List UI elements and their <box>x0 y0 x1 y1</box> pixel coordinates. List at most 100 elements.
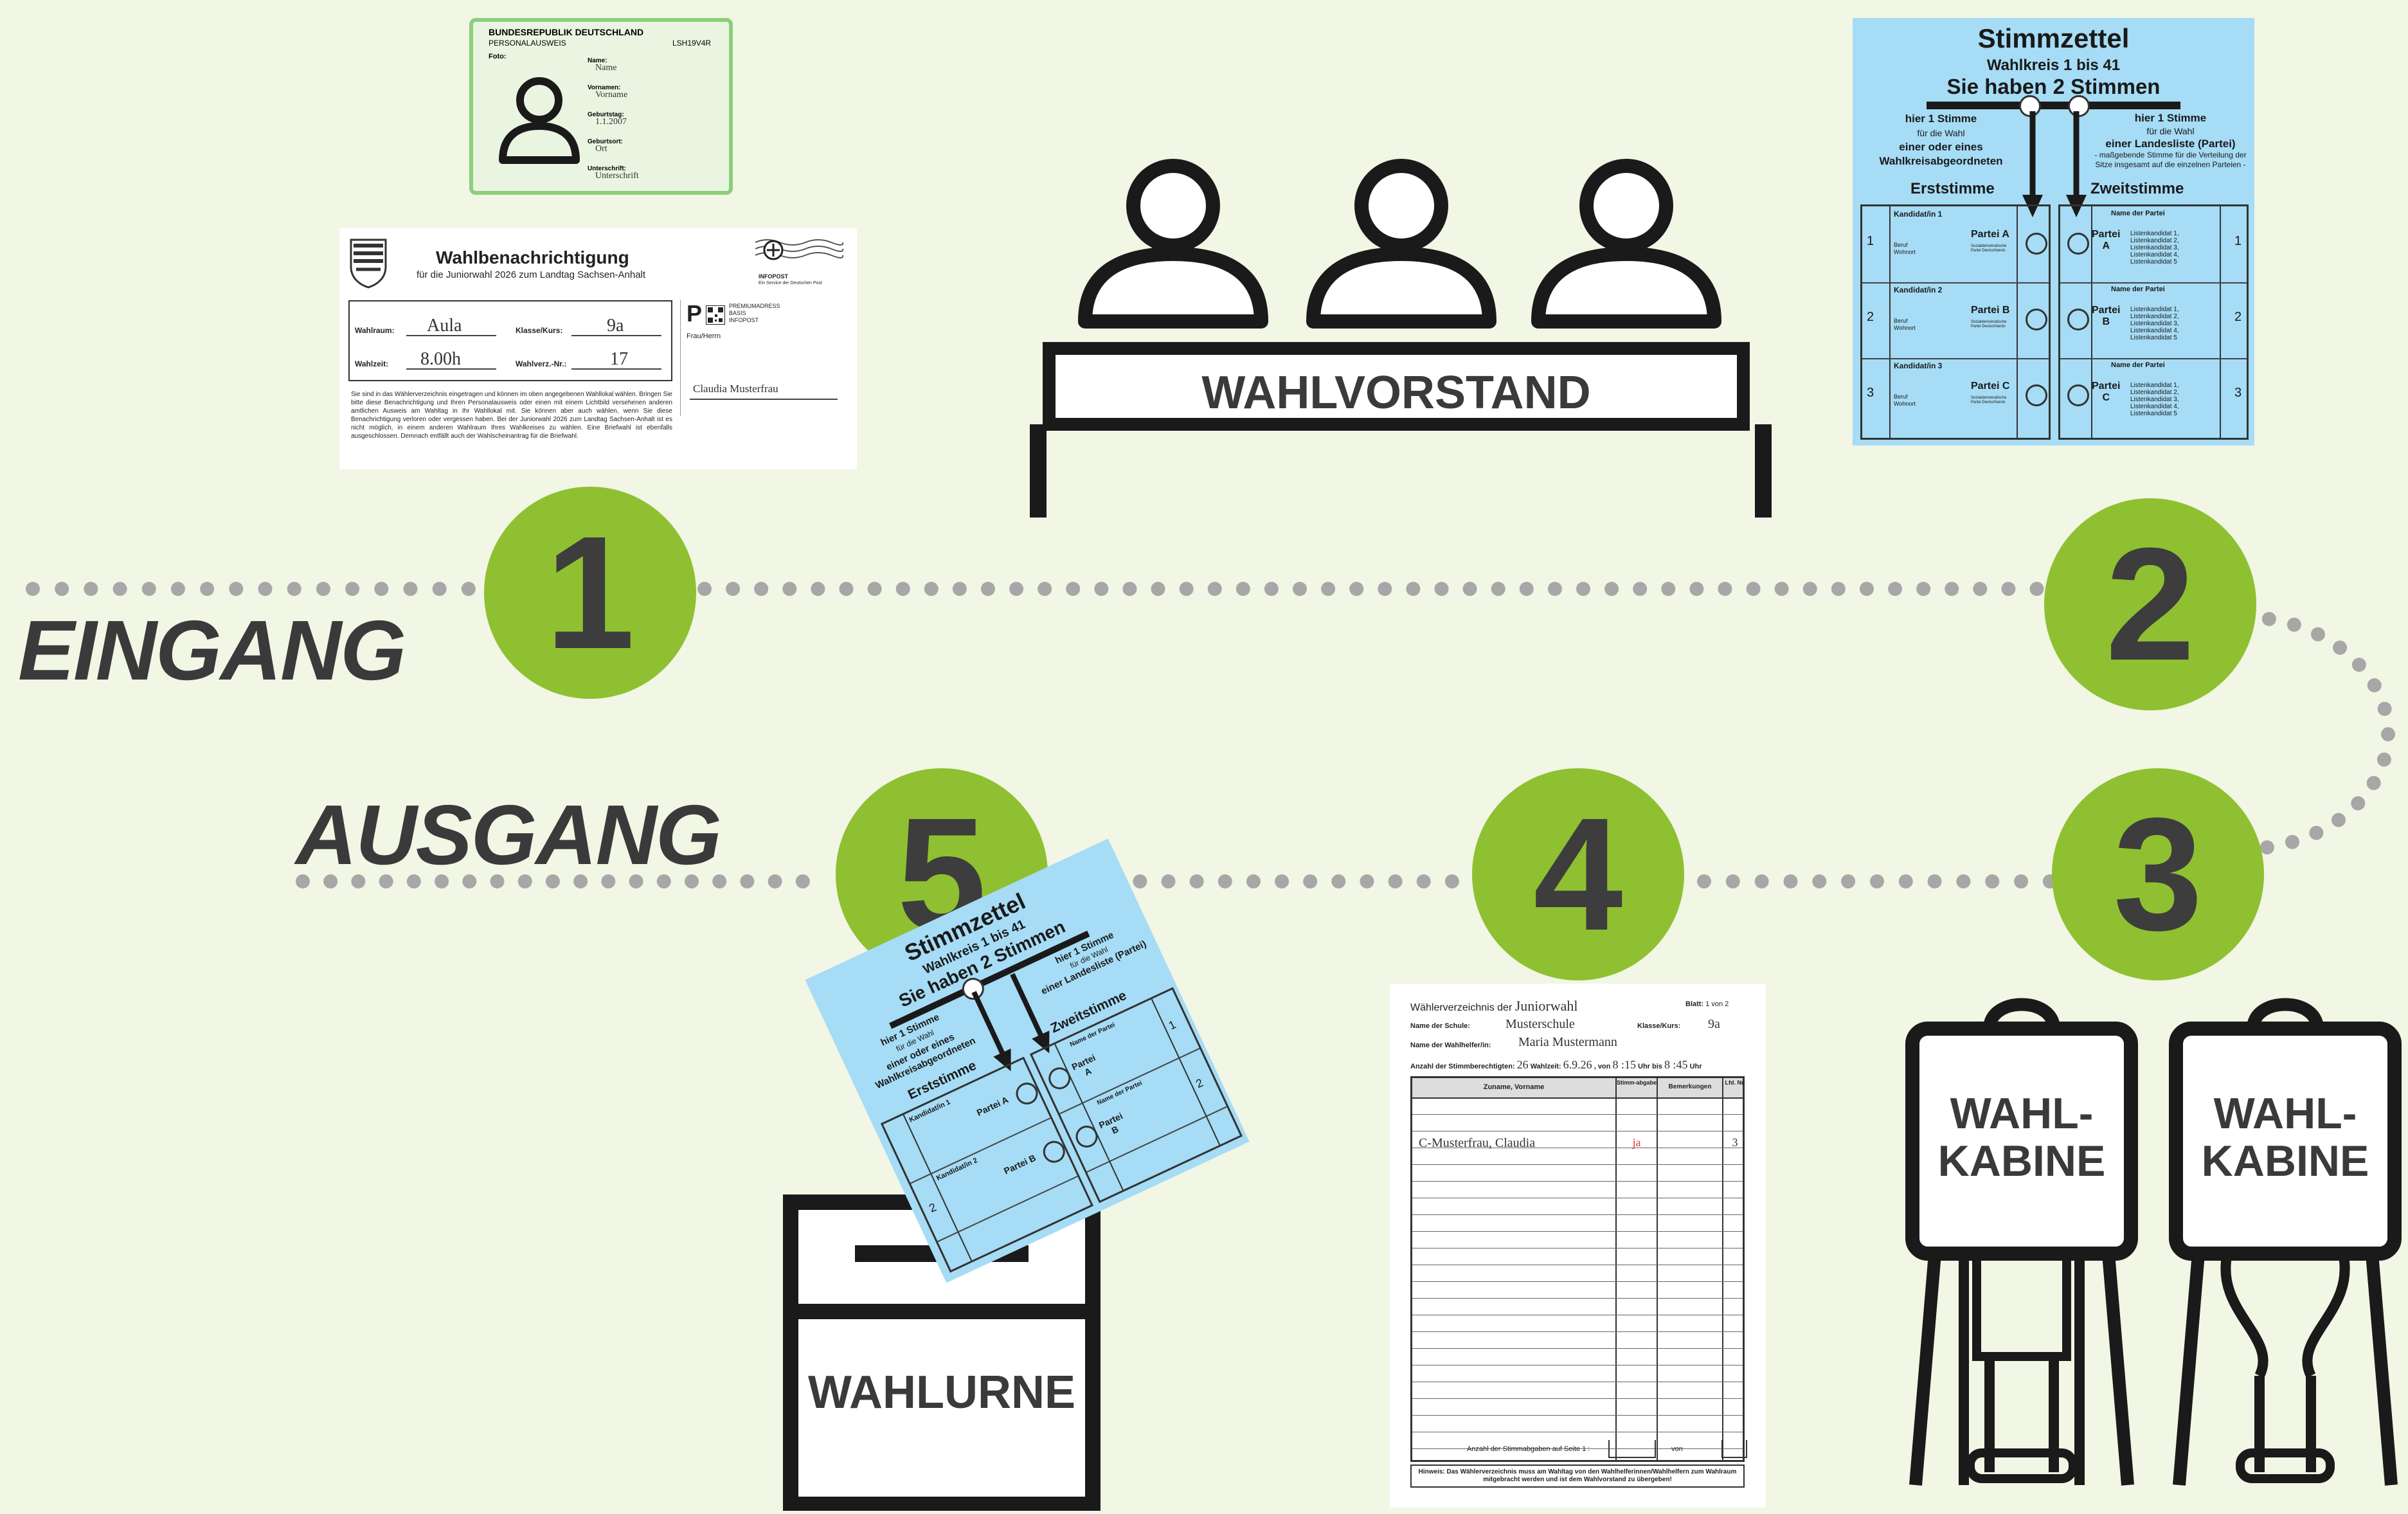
register-row-line <box>1412 1448 1743 1449</box>
path-bottom-left <box>296 874 810 888</box>
path-curve <box>2237 610 2396 856</box>
register-row-line <box>1412 1415 1743 1416</box>
vote-circle <box>2067 233 2089 255</box>
table-divider <box>2220 206 2221 438</box>
notice-subtitle: für die Juniorwahl 2026 zum Landtag Sach… <box>417 269 646 280</box>
table-row-line <box>2060 282 2247 284</box>
id-doc-type: PERSONALAUSWEIS <box>489 39 566 48</box>
second-vote-heading: Zweitstimme <box>2090 180 2184 197</box>
list-candidates: Listenkandidat 1,Listenkandidat 2,Listen… <box>2130 306 2179 341</box>
hint-line: einer Landesliste (Partei) <box>2105 138 2236 150</box>
row-number: 3 <box>2234 386 2242 400</box>
register-row-line <box>1412 1164 1743 1165</box>
table-divider <box>2017 206 2018 438</box>
qr-code-icon <box>706 305 725 325</box>
reg-label: Wahlverz.-Nr.: <box>516 359 567 368</box>
person-icon <box>499 77 580 164</box>
table-row-line <box>2060 358 2247 359</box>
addressee-label: Frau/Herrn <box>687 332 721 340</box>
room-value: Aula <box>427 316 462 336</box>
id-field: Unterschrift:Unterschrift <box>588 165 639 181</box>
id-field: Vornamen:Vorname <box>588 84 628 100</box>
party-full: Sozialdemokratische Partei Deutschlands <box>1971 320 2007 329</box>
post-lines: PREMIUMADRESS BASIS INFOPOST <box>729 303 780 324</box>
infopost-label: INFOPOST <box>759 273 789 280</box>
row-number: 1 <box>1867 234 1874 248</box>
id-field: Geburtstag:1.1.2007 <box>588 111 627 127</box>
path-top-left <box>26 582 476 596</box>
id-photo-label: Foto: <box>489 53 507 60</box>
col-divider <box>1722 1078 1723 1460</box>
exit-label: AUSGANG <box>296 788 722 882</box>
post-line: INFOPOST <box>729 317 759 323</box>
vote-circle <box>2026 309 2047 330</box>
step-3-number: 3 <box>2113 784 2203 964</box>
row-number: 1 <box>2234 234 2242 248</box>
list-candidates: Listenkandidat 1,Listenkandidat 2,Listen… <box>2130 382 2179 417</box>
id-number: LSH19V4R <box>672 39 712 48</box>
class-label: Klasse/Kurs: <box>516 326 563 335</box>
table-divider <box>2091 206 2092 438</box>
candidate-name: Kandidat/in 2 <box>1894 285 1943 294</box>
underline <box>571 335 661 336</box>
post-mark: P <box>687 300 703 327</box>
ballot-paper-cast: Stimmzettel Wahlkreis 1 bis 41 Sie haben… <box>805 838 1250 1283</box>
candidate-name: Kandidat/in 1 <box>1894 210 1943 219</box>
arrow-down-icon <box>971 991 1011 1072</box>
vote-circle <box>2067 384 2089 406</box>
hint-line: hier 1 Stimme <box>2134 112 2207 124</box>
table-row-line <box>1862 282 2049 284</box>
arrow-down-icon <box>1010 973 1050 1054</box>
step-1-circle: 1 <box>484 487 696 699</box>
school-value: Musterschule <box>1505 1017 1575 1031</box>
step-1-number: 1 <box>545 503 635 682</box>
path-bottom-middle <box>1048 874 1459 888</box>
hint-line: hier 1 Stimme <box>1905 113 1977 125</box>
person-icon <box>1306 159 1496 329</box>
candidate-party: Partei C <box>1971 381 2010 392</box>
register-row-line <box>1412 1398 1743 1399</box>
table-leg-right <box>1755 424 1772 518</box>
col-divider <box>1615 1078 1617 1460</box>
eligible-row: Anzahl der Stimmberechtigten: 26 Wahlzei… <box>1410 1058 1702 1071</box>
step-4-number: 4 <box>1533 784 1623 964</box>
party-name-label: Name der Partei <box>2111 361 2165 369</box>
register-entry-nr: 3 <box>1732 1136 1738 1149</box>
booth-label-line: WAHL- <box>2213 1089 2357 1138</box>
vote-circle <box>2067 309 2089 330</box>
id-card: BUNDESREPUBLIK DEUTSCHLAND PERSONALAUSWE… <box>469 18 733 195</box>
register-table: Zuname, Vorname Stimm-abgabe Bemerkungen… <box>1410 1076 1745 1462</box>
underline <box>406 335 496 336</box>
ballot-right-hint: hier 1 Stimme für die Wahl einer Landesl… <box>2092 112 2249 170</box>
voting-booth-icon <box>2169 998 2402 1486</box>
infopost-sub: Ein Service der Deutschen Post <box>759 281 822 285</box>
step-4-circle: 4 <box>1472 768 1684 980</box>
table-row-line <box>1862 358 2049 359</box>
register-footer-of: von <box>1671 1445 1683 1453</box>
first-vote-heading: Erststimme <box>1910 180 1995 197</box>
row-number: 2 <box>1867 310 1874 324</box>
ballot-votes: Sie haben 2 Stimmen <box>1946 75 2161 98</box>
second-vote-table <box>2058 204 2249 440</box>
vote-circle <box>2026 233 2047 255</box>
hint-line: für die Wahl <box>1917 128 1965 138</box>
first-vote-table <box>1860 204 2051 440</box>
register-sheet: Blatt: 1 von 2 <box>1685 1000 1729 1008</box>
col-divider <box>1657 1078 1658 1460</box>
voting-notice-card: Wahlbenachrichtigung für die Juniorwahl … <box>339 228 857 469</box>
voter-register: Wählerverzeichnis der Juniorwahl Blatt: … <box>1390 984 1766 1508</box>
party-name-label: Name der Partei <box>2111 285 2165 293</box>
post-line: BASIS <box>729 310 746 316</box>
underline <box>406 368 496 370</box>
candidate-name: Kandidat/in 3 <box>1894 361 1943 370</box>
candidate-party: Partei A <box>1971 229 2009 240</box>
reg-class-value: 9a <box>1708 1017 1720 1031</box>
notice-title: Wahlbenachrichtigung <box>436 248 629 267</box>
row-number: 3 <box>1867 386 1874 400</box>
